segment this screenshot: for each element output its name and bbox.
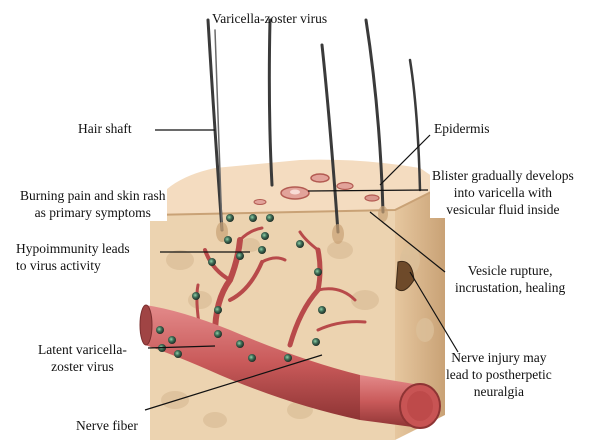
virus-particle [248, 354, 256, 362]
epidermis-label: Epidermis [434, 120, 490, 137]
latent-virus-label: Latent varicella- zoster virus [38, 341, 127, 375]
virus-particle [261, 232, 269, 240]
blister [311, 174, 329, 182]
virus-particle [156, 326, 164, 334]
virus-particle [214, 330, 222, 338]
virus-particle [284, 354, 292, 362]
burning-pain-label: Burning pain and skin rash as primary sy… [18, 187, 167, 221]
virus-particle [236, 340, 244, 348]
hair-shaft-label: Hair shaft [78, 120, 132, 137]
virus-particle [314, 268, 322, 276]
virus-particle [192, 292, 200, 300]
vesicle-rupture-label: Vesicle rupture, incrustation, healing [455, 262, 565, 296]
title-label: Varicella-zoster virus [212, 10, 327, 27]
blister [365, 195, 379, 201]
hypoimmunity-label: Hypoimmunity leads to virus activity [14, 240, 132, 274]
virus-particle [224, 236, 232, 244]
virus-particle [168, 336, 176, 344]
blister-label: Blister gradually develops into varicell… [430, 167, 576, 218]
virus-particle [236, 252, 244, 260]
virus-particle [174, 350, 182, 358]
virus-particle [258, 246, 266, 254]
virus-particle [296, 240, 304, 248]
nerve-injury-label: Nerve injury may lead to postherpetic ne… [446, 349, 552, 400]
virus-particle [318, 306, 326, 314]
virus-particle [249, 214, 257, 222]
virus-particle [312, 338, 320, 346]
blister [254, 200, 266, 205]
virus-particle [226, 214, 234, 222]
virus-particle [208, 258, 216, 266]
virus-particle [266, 214, 274, 222]
virus-particle [214, 306, 222, 314]
blister [337, 183, 353, 190]
nerve-fiber-label: Nerve fiber [76, 417, 138, 434]
